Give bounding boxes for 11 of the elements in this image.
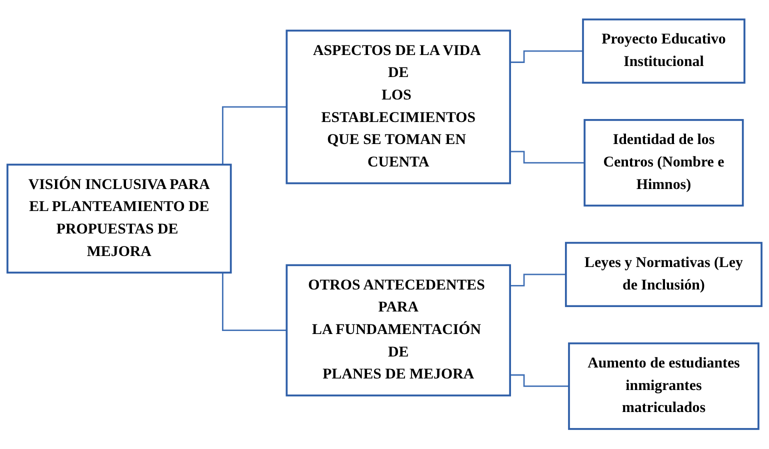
node-box: Identidad de los Centros (Nombre e Himnos) bbox=[584, 119, 744, 207]
node-box: OTROS ANTECEDENTES PARA LA FUNDAMENTACIÓN DE PLANES DE MEJORA bbox=[286, 264, 511, 397]
node-box: VISIÓN INCLUSIVA PARA EL PLANTEAMIENTO DE PROPUESTAS DE MEJORA bbox=[6, 164, 232, 274]
node-box: Leyes y Normativas (Ley de Inclusión) bbox=[564, 242, 762, 308]
connector bbox=[510, 274, 566, 287]
node-box: ASPECTOS DE LA VIDA DE LOS ESTABLECIMIENTOS QUE SE TOMAN EN CUENTA bbox=[286, 30, 511, 184]
connector bbox=[510, 50, 583, 64]
node-box: Aumento de estudiantes inmigrantes matriculados bbox=[568, 342, 760, 430]
connector bbox=[510, 151, 585, 164]
node-box: Proyecto Educativo Institucional bbox=[582, 18, 746, 84]
connector bbox=[510, 374, 569, 388]
